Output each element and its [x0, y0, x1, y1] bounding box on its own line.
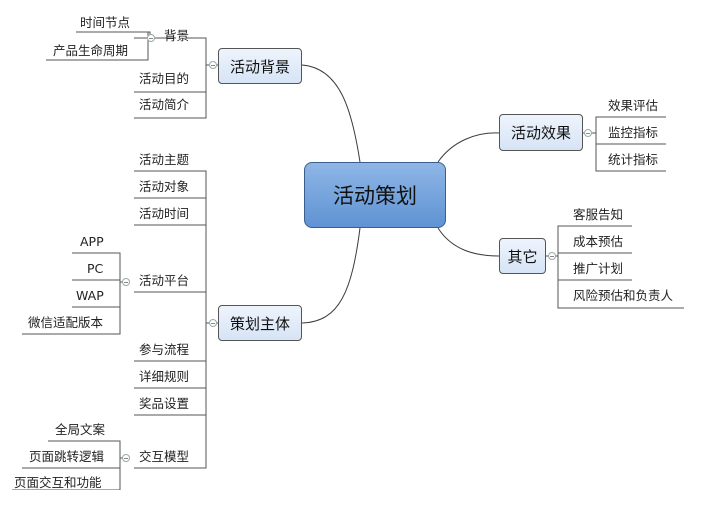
- leaf-time: 活动时间: [139, 206, 190, 221]
- node-other[interactable]: 其它: [499, 238, 546, 274]
- node-other-label: 其它: [507, 247, 538, 266]
- leaf-page-interaction: 页面交互和功能: [14, 475, 102, 490]
- leaf-rules: 详细规则: [139, 369, 190, 384]
- collapse-icon[interactable]: [209, 319, 217, 327]
- leaf-customer-notice: 客服告知: [573, 207, 624, 222]
- collapse-icon[interactable]: [209, 61, 217, 69]
- collapse-icon[interactable]: [147, 34, 155, 42]
- leaf-evaluation: 效果评估: [608, 98, 659, 113]
- leaf-app: APP: [80, 234, 104, 249]
- collapse-icon[interactable]: [122, 278, 130, 286]
- collapse-icon[interactable]: [584, 129, 592, 137]
- leaf-process: 参与流程: [139, 342, 190, 357]
- node-background-label: 活动背景: [229, 57, 290, 76]
- leaf-cost-estimate: 成本预估: [573, 234, 624, 249]
- leaf-promotion-plan: 推广计划: [573, 261, 624, 276]
- leaf-intro: 活动简介: [139, 97, 190, 112]
- leaf-monitor: 监控指标: [608, 125, 659, 140]
- leaf-target: 活动对象: [139, 179, 190, 194]
- leaf-interaction: 交互模型: [139, 449, 190, 464]
- node-background[interactable]: 活动背景: [218, 48, 302, 84]
- leaf-prize: 奖品设置: [139, 396, 190, 411]
- leaf-global-copy: 全局文案: [55, 422, 106, 437]
- leaf-platform: 活动平台: [139, 273, 190, 288]
- leaf-purpose: 活动目的: [139, 71, 190, 86]
- leaf-risk: 风险预估和负责人: [573, 288, 674, 303]
- leaf-wechat: 微信适配版本: [28, 315, 104, 330]
- leaf-page-jump: 页面跳转逻辑: [29, 449, 105, 464]
- node-main-label: 策划主体: [229, 314, 290, 333]
- collapse-icon[interactable]: [122, 454, 130, 462]
- leaf-wap: WAP: [76, 288, 104, 303]
- leaf-pc: PC: [87, 261, 104, 276]
- node-effect[interactable]: 活动效果: [499, 114, 583, 151]
- center-node[interactable]: 活动策划: [304, 162, 446, 228]
- center-node-label: 活动策划: [333, 184, 417, 208]
- node-main[interactable]: 策划主体: [218, 305, 302, 341]
- bottom-margin: [0, 490, 702, 513]
- leaf-statistics: 统计指标: [608, 152, 659, 167]
- collapse-icon[interactable]: [548, 252, 556, 260]
- node-effect-label: 活动效果: [510, 124, 571, 142]
- leaf-sub-background: 背景: [164, 28, 190, 43]
- leaf-theme: 活动主题: [139, 152, 190, 167]
- leaf-time-node: 时间节点: [80, 15, 131, 30]
- leaf-product-lifecycle: 产品生命周期: [53, 43, 129, 58]
